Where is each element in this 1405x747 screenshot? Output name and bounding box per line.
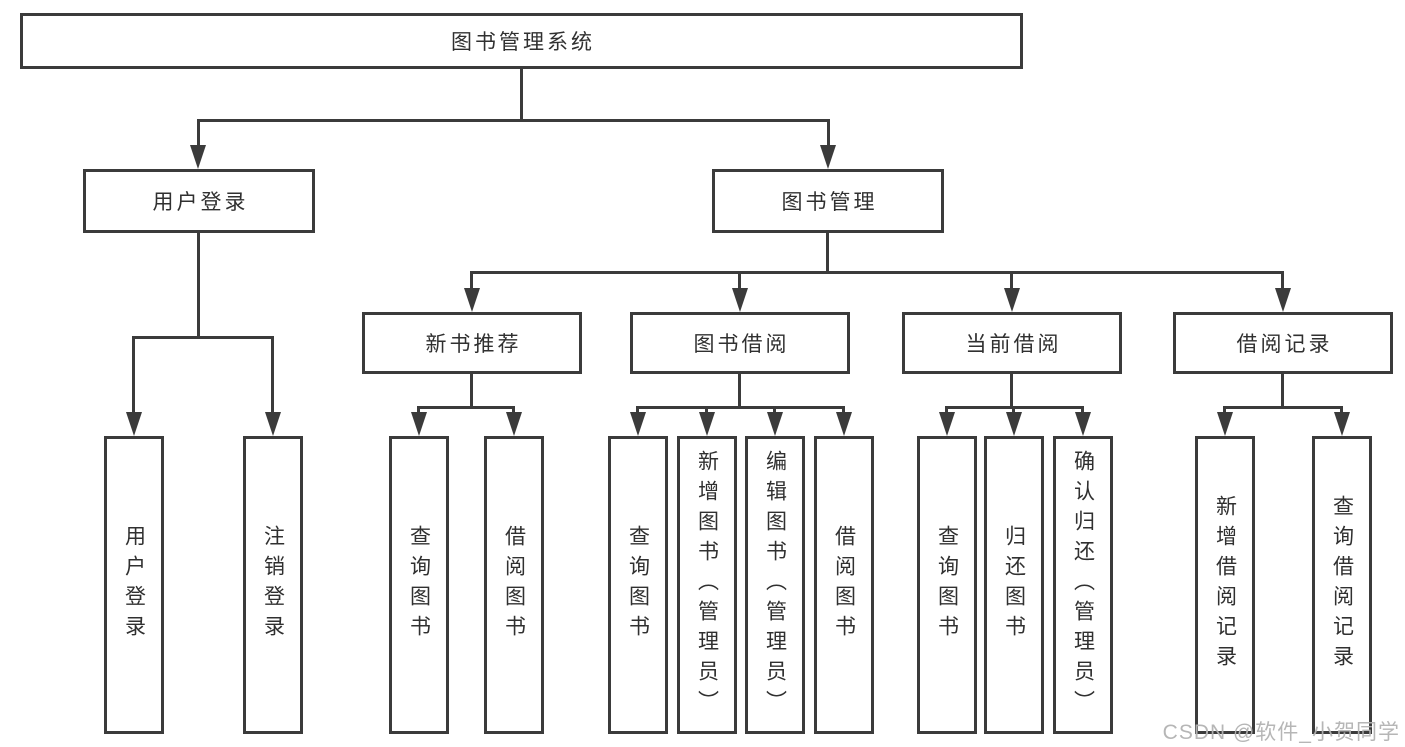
node-leaf-edit-book-admin: 编辑图书（管理员） <box>745 436 805 734</box>
connector-leaf-login-stem <box>132 336 135 414</box>
connector-borrow-records-stem <box>1281 271 1284 291</box>
arrow-to-leaf-query-books <box>939 412 955 436</box>
arrow-to-leaf-query-books <box>630 412 646 436</box>
node-borrowing-records: 借阅记录 <box>1173 312 1393 374</box>
arrow-to-leaf-edit-book <box>767 412 783 436</box>
connector-book-borrow-branch <box>636 406 845 409</box>
connector-new-book-down <box>470 374 473 406</box>
node-label: 借阅图书 <box>832 525 856 645</box>
node-leaf-logout: 注销登录 <box>243 436 303 734</box>
connector-new-book-branch <box>417 406 515 409</box>
arrow-to-leaf-query-record <box>1334 412 1350 436</box>
node-user-login: 用户登录 <box>83 169 315 233</box>
node-current-borrowing: 当前借阅 <box>902 312 1122 374</box>
connector-leaf-stem <box>705 406 708 414</box>
node-leaf-add-borrow-record: 新增借阅记录 <box>1195 436 1255 734</box>
arrow-to-leaf-confirm-return <box>1075 412 1091 436</box>
arrow-to-new-book-rec <box>464 288 480 312</box>
node-leaf-add-book-admin: 新增图书（管理员） <box>677 436 737 734</box>
node-label: 确认归还（管理员） <box>1071 450 1095 720</box>
connector-user-login-down <box>197 233 200 336</box>
arrow-to-leaf-query-books <box>411 412 427 436</box>
connector-leaf-stem <box>945 406 948 414</box>
connector-root-branch <box>197 119 830 122</box>
connector-borrow-records-down <box>1281 374 1284 406</box>
node-leaf-query-books-newrec: 查询图书 <box>389 436 449 734</box>
arrow-to-leaf-return-book <box>1006 412 1022 436</box>
connector-book-mgmt-branch <box>470 271 1284 274</box>
connector-new-book-stem <box>470 271 473 291</box>
node-label: 查询图书 <box>626 525 650 645</box>
node-label: 归还图书 <box>1002 525 1026 645</box>
node-label: 编辑图书（管理员） <box>763 450 787 720</box>
arrow-to-book-borrow <box>732 288 748 312</box>
arrow-to-book-mgmt <box>820 145 836 169</box>
connector-leaf-stem <box>1081 406 1084 414</box>
connector-root-stem <box>520 69 523 119</box>
connector-leaf-stem <box>512 406 515 414</box>
connector-borrow-records-branch <box>1223 406 1343 409</box>
node-label: 新书推荐 <box>425 333 522 356</box>
node-leaf-query-books-current: 查询图书 <box>917 436 977 734</box>
node-label: 查询图书 <box>407 525 431 645</box>
arrow-to-leaf-add-record <box>1217 412 1233 436</box>
connector-leaf-stem <box>636 406 639 414</box>
arrow-to-leaf-borrow-books <box>506 412 522 436</box>
node-label: 新增图书（管理员） <box>695 450 719 720</box>
node-label: 图书借阅 <box>693 333 790 356</box>
node-label: 借阅图书 <box>502 525 526 645</box>
arrow-to-user-login <box>190 145 206 169</box>
csdn-watermark: CSDN @软件_小贺同学 <box>1162 721 1400 744</box>
node-label: 图书管理 <box>781 191 878 214</box>
node-label: 当前借阅 <box>965 333 1062 356</box>
connector-leaf-stem <box>842 406 845 414</box>
connector-current-borrow-down <box>1010 374 1013 406</box>
connector-leaf-stem <box>773 406 776 414</box>
node-label: 用户登录 <box>152 191 249 214</box>
node-book-borrowing: 图书借阅 <box>630 312 850 374</box>
node-leaf-query-books-borrow: 查询图书 <box>608 436 668 734</box>
connector-user-login-stem <box>197 119 200 147</box>
arrow-to-borrow-records <box>1275 288 1291 312</box>
connector-leaf-stem <box>1223 406 1226 414</box>
node-label: 查询借阅记录 <box>1330 495 1354 675</box>
connector-leaf-logout-stem <box>271 336 274 414</box>
arrow-to-leaf-borrow-books <box>836 412 852 436</box>
connector-book-borrow-stem <box>738 271 741 291</box>
connector-leaf-stem <box>1340 406 1343 414</box>
node-new-book-recommendation: 新书推荐 <box>362 312 582 374</box>
node-leaf-user-login: 用户登录 <box>104 436 164 734</box>
node-library-management-system: 图书管理系统 <box>20 13 1023 69</box>
arrow-to-leaf-login <box>126 412 142 436</box>
node-label: 借阅记录 <box>1236 333 1333 356</box>
node-label: 注销登录 <box>261 525 285 645</box>
arrow-to-leaf-logout <box>265 412 281 436</box>
arrow-to-current-borrow <box>1004 288 1020 312</box>
arrow-to-leaf-add-book <box>699 412 715 436</box>
connector-book-mgmt-down <box>826 233 829 271</box>
connector-current-borrow-stem <box>1010 271 1013 291</box>
connector-user-login-branch <box>132 336 274 339</box>
node-book-management: 图书管理 <box>712 169 944 233</box>
node-leaf-query-borrow-record: 查询借阅记录 <box>1312 436 1372 734</box>
node-label: 新增借阅记录 <box>1213 495 1237 675</box>
node-label: 查询图书 <box>935 525 959 645</box>
connector-book-borrow-down <box>738 374 741 406</box>
connector-leaf-stem <box>1012 406 1015 414</box>
connector-leaf-stem <box>417 406 420 414</box>
connector-book-mgmt-stem <box>827 119 830 147</box>
node-label: 用户登录 <box>122 525 146 645</box>
node-leaf-confirm-return-admin: 确认归还（管理员） <box>1053 436 1113 734</box>
node-leaf-borrow-books-newrec: 借阅图书 <box>484 436 544 734</box>
node-leaf-return-book: 归还图书 <box>984 436 1044 734</box>
node-label: 图书管理系统 <box>451 31 595 54</box>
node-leaf-borrow-books: 借阅图书 <box>814 436 874 734</box>
